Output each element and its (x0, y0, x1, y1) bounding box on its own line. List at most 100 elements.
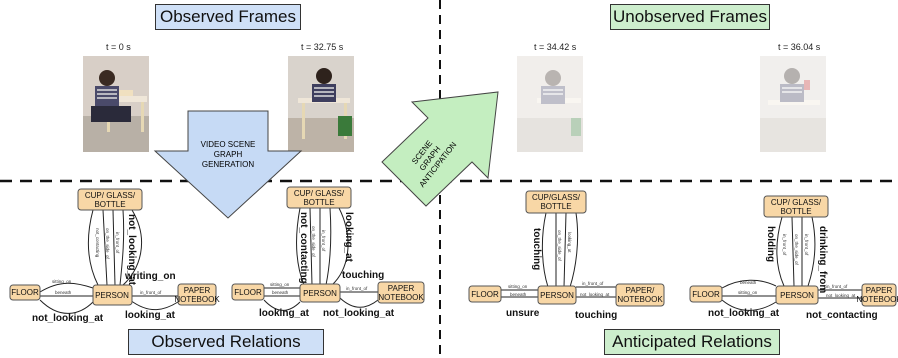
relation-label: not_contacting (806, 310, 878, 321)
edge-label: not_looking_at (826, 293, 856, 298)
frame-time-label: t = 32.75 s (301, 42, 344, 52)
svg-text:PERSON: PERSON (540, 291, 574, 300)
svg-text:PAPER: PAPER (184, 286, 211, 295)
node-cup: CUP/ GLASS/ BOTTLE (763, 195, 829, 218)
svg-text:BOTTLE: BOTTLE (303, 198, 334, 207)
node-paper: PAPER NOTEBOOK (856, 283, 898, 307)
relation-label: holding (765, 226, 776, 262)
edge-label: in_front_of (782, 234, 787, 256)
scene-graph-2: on_the_side_of in_front_of sitting_on be… (231, 186, 425, 319)
node-person: PERSON (775, 285, 819, 305)
relation-label: looking_at (343, 212, 354, 263)
svg-text:PERSON: PERSON (303, 289, 337, 298)
edge-label: in_front_of (804, 234, 809, 256)
frame-time-label: t = 0 s (106, 42, 131, 52)
relation-label: touching (575, 310, 617, 321)
edge-label: beneath (740, 280, 757, 285)
video-frame (760, 56, 826, 152)
node-cup: CUP/ GLASS/ BOTTLE (77, 188, 143, 211)
node-person: PERSON (299, 283, 341, 303)
svg-text:FLOOR: FLOOR (11, 288, 39, 297)
relation-label: looking_at (259, 308, 310, 319)
svg-text:PAPER: PAPER (866, 286, 893, 295)
frame-photo (517, 56, 583, 152)
edge-label: on_the_side_of (794, 234, 799, 266)
relation-label: not_looking_at (126, 214, 137, 286)
edge-label: in_front_of (582, 281, 604, 286)
svg-text:PERSON: PERSON (780, 291, 814, 300)
relation-label: unsure (506, 308, 540, 319)
svg-text:NOTEBOOK: NOTEBOOK (617, 295, 663, 304)
svg-text:CUP/GLASS/: CUP/GLASS/ (532, 193, 581, 202)
generation-arrow: VIDEO SCENE GRAPH GENERATION (153, 110, 303, 219)
edge-label: in_front_of (140, 290, 162, 295)
edge-label: sitting_on (270, 282, 290, 287)
edge-label: looking_at (567, 232, 572, 253)
frame-photo (83, 56, 149, 152)
node-floor: FLOOR (689, 285, 723, 303)
relation-label: not_contacting (298, 212, 309, 284)
node-cup: CUP/GLASS/ BOTTLE (525, 190, 587, 214)
edge-label: in_front_of (115, 232, 120, 254)
relation-label: not_looking_at (708, 308, 780, 319)
frame-time-label: t = 34.42 s (534, 42, 577, 52)
relation-label: not_looking_at (323, 308, 395, 319)
frame-photo (288, 56, 354, 152)
edge-label: on_the_side_of (105, 228, 110, 260)
video-frame (517, 56, 583, 152)
node-cup: CUP/ GLASS/ BOTTLE (286, 186, 352, 209)
node-paper: PAPER NOTEBOOK (174, 283, 220, 306)
node-paper: PAPER/ NOTEBOOK (615, 283, 665, 307)
edge-label: sitting_on (52, 279, 72, 284)
svg-text:BOTTLE: BOTTLE (780, 207, 811, 216)
generation-label: VIDEO SCENE (201, 140, 256, 149)
node-floor: FLOOR (468, 285, 502, 303)
relation-label: touching (531, 228, 542, 270)
svg-text:NOTEBOOK: NOTEBOOK (378, 293, 424, 302)
edge-label: beneath (55, 290, 72, 295)
video-frame (83, 56, 149, 152)
svg-text:BOTTLE: BOTTLE (540, 202, 571, 211)
generation-label: GENERATION (202, 160, 255, 169)
svg-text:NOTEBOOK: NOTEBOOK (174, 295, 220, 304)
edge-label: not_looking_at (580, 292, 610, 297)
edge-label: beneath (272, 290, 289, 295)
edge-label: not_contacting (95, 228, 100, 258)
edge-label: sitting_on (738, 290, 758, 295)
svg-text:FLOOR: FLOOR (234, 288, 262, 297)
svg-text:NOTEBOOK: NOTEBOOK (856, 295, 898, 304)
relation-label: looking_at (125, 310, 176, 321)
svg-text:PAPER/: PAPER/ (626, 286, 656, 295)
scene-graph-4: in_front_of on_the_side_of in_front_of b… (689, 195, 898, 321)
edge-label: on_the_side_of (311, 226, 316, 258)
observed-relations-header: Observed Relations (128, 329, 324, 355)
frame-photo (760, 56, 826, 152)
node-person: PERSON (537, 285, 577, 305)
relation-label: writing_on (124, 271, 176, 282)
scene-graph-3: on_the_side_of looking_at sitting_on ben… (468, 190, 665, 321)
svg-text:CUP/ GLASS/: CUP/ GLASS/ (85, 191, 136, 200)
svg-text:FLOOR: FLOOR (471, 290, 499, 299)
relation-label: not_looking_at (32, 313, 104, 324)
edge-label: sitting_on (508, 284, 528, 289)
edge-label: in_front_of (826, 284, 848, 289)
frame-time-label: t = 36.04 s (778, 42, 821, 52)
anticipated-relations-header: Anticipated Relations (604, 329, 780, 355)
relation-label: drinking_from (817, 226, 828, 293)
svg-text:PAPER: PAPER (388, 284, 415, 293)
scene-graph-1: not_contacting on_the_side_of in_front_o… (9, 188, 220, 324)
edge-label: on_the_side_of (557, 230, 562, 262)
svg-text:BOTTLE: BOTTLE (94, 200, 125, 209)
edge-label: in_front_of (321, 230, 326, 252)
node-person: PERSON (92, 284, 133, 306)
svg-text:FLOOR: FLOOR (692, 290, 720, 299)
video-frame (288, 56, 354, 152)
svg-text:CUP/ GLASS/: CUP/ GLASS/ (771, 198, 822, 207)
edge-label: beneath (510, 292, 527, 297)
node-paper: PAPER NOTEBOOK (377, 281, 425, 304)
node-floor: FLOOR (9, 284, 41, 301)
svg-text:PERSON: PERSON (95, 291, 129, 300)
edge-label: in_front_of (346, 286, 368, 291)
